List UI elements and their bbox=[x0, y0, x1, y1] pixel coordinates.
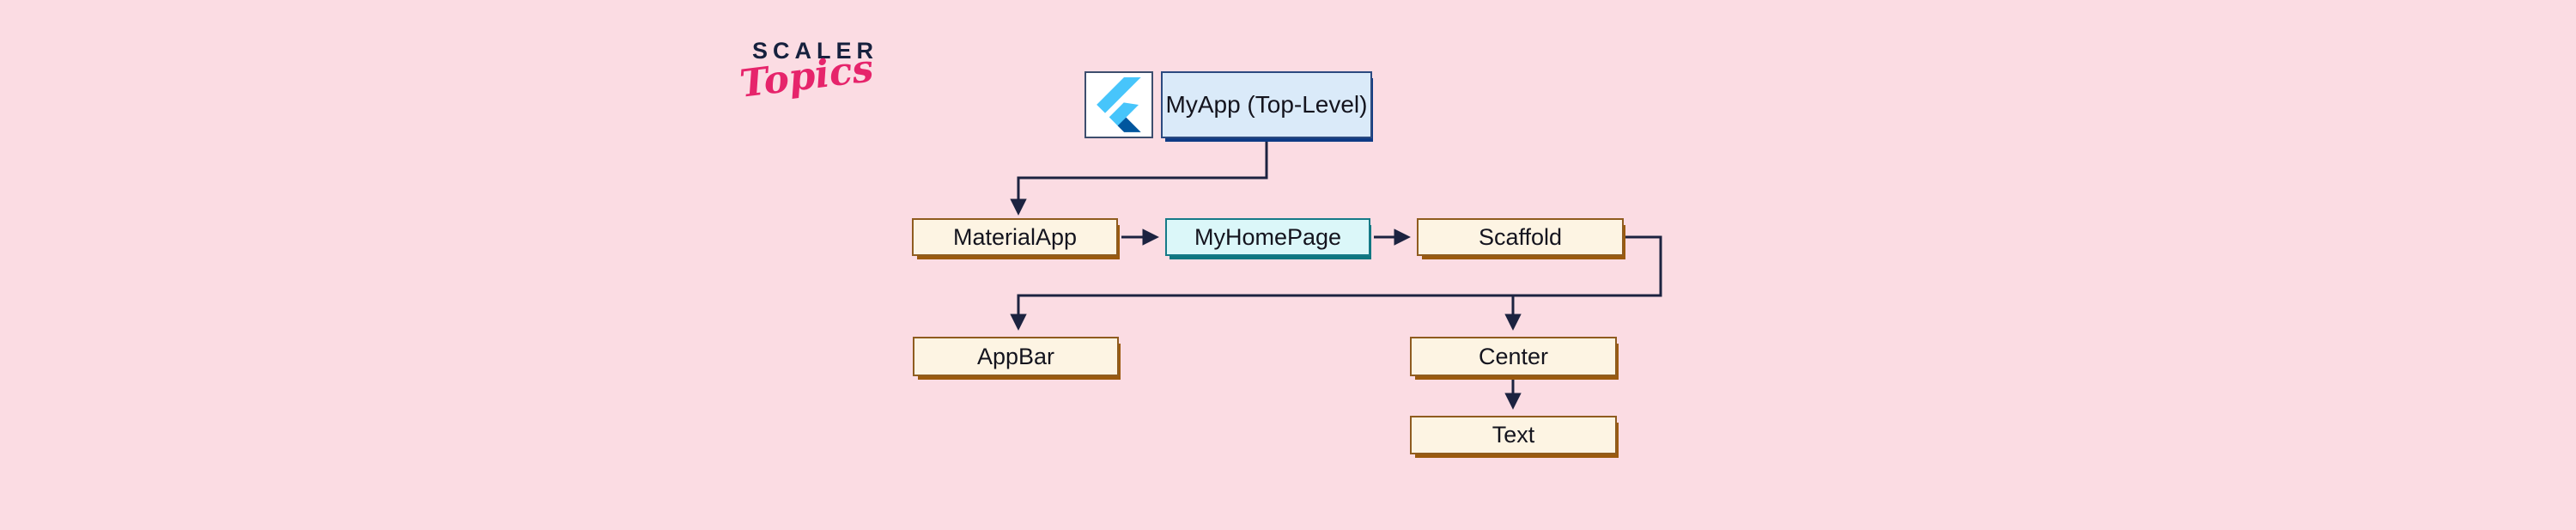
node-appbar: AppBar bbox=[913, 337, 1119, 376]
flutter-logo-icon bbox=[1097, 77, 1141, 132]
logo-wordmark-scaler: SCALER bbox=[752, 38, 879, 64]
node-myapp: MyApp (Top-Level) bbox=[1161, 71, 1372, 138]
edge-scaffold-to-appbar bbox=[1010, 235, 1662, 331]
node-center: Center bbox=[1410, 337, 1617, 376]
node-myhomepage: MyHomePage bbox=[1165, 218, 1370, 256]
edge-myapp-to-materialapp bbox=[1010, 137, 1268, 216]
node-myapp-label: MyApp (Top-Level) bbox=[1165, 91, 1368, 118]
node-myhomepage-label: MyHomePage bbox=[1194, 223, 1342, 250]
node-materialapp-label: MaterialApp bbox=[952, 223, 1078, 250]
scaler-topics-logo: SCALER Topics bbox=[738, 38, 912, 107]
node-appbar-label: AppBar bbox=[976, 343, 1055, 369]
node-text-label: Text bbox=[1492, 422, 1535, 448]
node-text: Text bbox=[1410, 416, 1617, 454]
node-materialapp: MaterialApp bbox=[912, 218, 1118, 256]
flutter-logo-tile bbox=[1084, 71, 1153, 138]
node-scaffold-label: Scaffold bbox=[1478, 223, 1563, 250]
node-scaffold: Scaffold bbox=[1417, 218, 1624, 256]
node-center-label: Center bbox=[1478, 343, 1549, 369]
